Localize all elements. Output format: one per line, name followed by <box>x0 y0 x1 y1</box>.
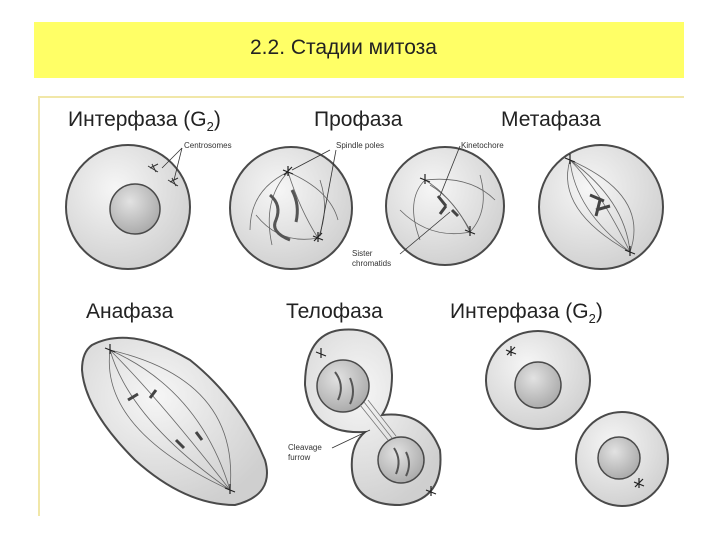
label-prophase: Профаза <box>314 108 403 131</box>
cell-metaphase <box>538 144 664 270</box>
annotation-centrosomes: Centrosomes <box>184 141 232 150</box>
label-interphase-bottom: Интерфаза (G2) <box>450 300 603 327</box>
annotation-cleavage-line1: Cleavage <box>288 443 322 452</box>
annotation-cleavage-line2: furrow <box>288 453 310 462</box>
title-bar: 2.2. Стадии митоза <box>34 22 684 78</box>
cell-telophase <box>303 328 442 507</box>
slide-title: 2.2. Стадии митоза <box>250 36 437 59</box>
label-metaphase: Метафаза <box>501 108 601 131</box>
cell-prophase <box>229 146 353 270</box>
cell-interphase-daughter-2 <box>575 411 669 507</box>
annotation-kinetochore: Kinetochore <box>461 141 504 150</box>
cell-anaphase <box>80 336 268 507</box>
label-telophase: Телофаза <box>286 300 383 323</box>
cell-interphase-top <box>65 144 191 270</box>
label-anaphase: Анафаза <box>86 300 174 323</box>
annotation-sister-line1: Sister <box>352 249 373 258</box>
label-interphase-top: Интерфаза (G2) <box>68 108 221 135</box>
cell-prometaphase <box>385 145 505 266</box>
annotation-sister-line2: chromatids <box>352 259 391 268</box>
frame-top-border <box>38 96 684 98</box>
cell-interphase-daughter-1 <box>485 330 591 430</box>
annotation-spindle-poles: Spindle poles <box>336 141 384 150</box>
spindle-pole-icon <box>282 166 324 242</box>
frame-left-border <box>38 96 40 516</box>
